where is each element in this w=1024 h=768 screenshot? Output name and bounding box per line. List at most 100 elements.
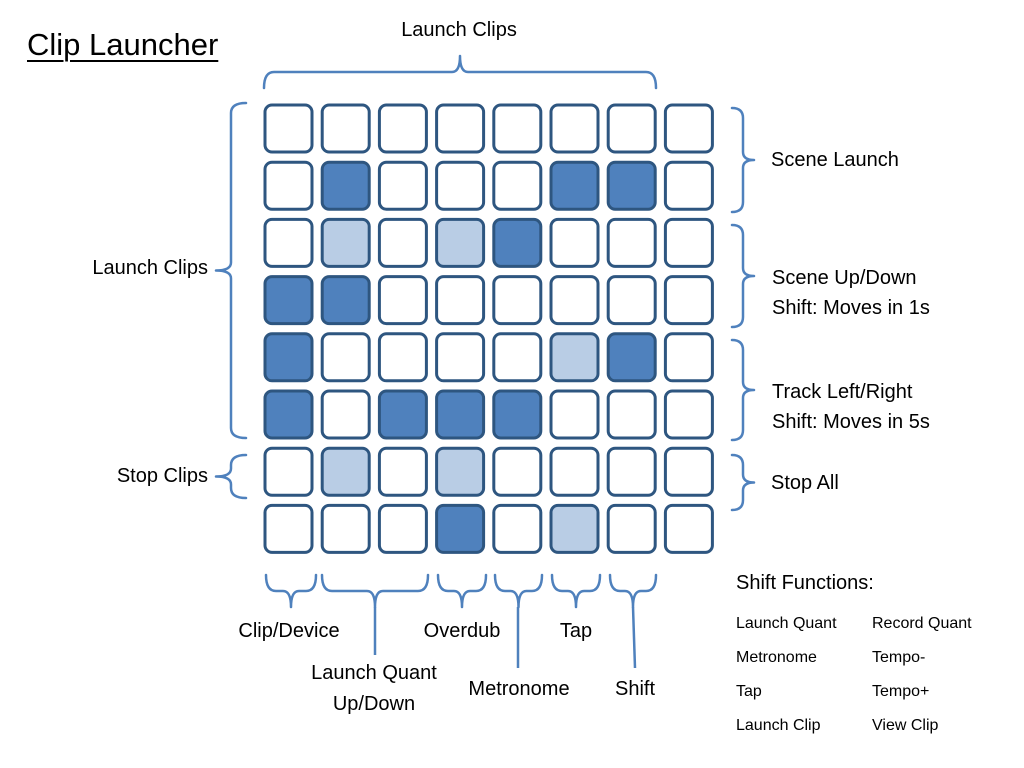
pad-r6-c8 [663, 389, 714, 440]
pad-r4-c5 [492, 275, 543, 326]
pad-r7-c4 [435, 446, 486, 497]
label-launch-quant-updown: Up/Down [332, 693, 416, 715]
pad-r3-c3 [377, 217, 428, 268]
pad-r3-c4 [435, 217, 486, 268]
label-metronome: Metronome [468, 678, 570, 700]
pad-r2-c6 [549, 160, 600, 211]
label-scene-updown-shift: Shift: Moves in 1s [772, 297, 930, 319]
shift-fn-right-2: Tempo- [872, 649, 926, 666]
pad-r8-c4 [435, 503, 486, 554]
pad-r1-c7 [606, 103, 657, 154]
brace-launch-quant [320, 573, 430, 609]
pad-r1-c2 [320, 103, 371, 154]
shift-fn-left-4: Launch Clip [736, 717, 821, 734]
pad-r7-c3 [377, 446, 428, 497]
pad-r2-c8 [663, 160, 714, 211]
pad-r1-c3 [377, 103, 428, 154]
label-scene-launch: Scene Launch [771, 149, 899, 171]
pad-r5-c1 [263, 332, 314, 383]
pad-r8-c3 [377, 503, 428, 554]
pad-r8-c2 [320, 503, 371, 554]
pad-r4-c2 [320, 275, 371, 326]
pad-r7-c8 [663, 446, 714, 497]
pad-r2-c1 [263, 160, 314, 211]
pad-r5-c7 [606, 332, 657, 383]
pad-r3-c8 [663, 217, 714, 268]
pad-r6-c6 [549, 389, 600, 440]
pad-r3-c5 [492, 217, 543, 268]
pad-r2-c4 [435, 160, 486, 211]
pad-r5-c2 [320, 332, 371, 383]
label-launch-quant: Launch Quant [311, 662, 437, 684]
brace-left-launch-clips [214, 101, 248, 440]
pad-r8-c6 [549, 503, 600, 554]
label-scene-updown: Scene Up/Down [772, 267, 917, 289]
shift-functions-heading: Shift Functions: [736, 572, 874, 594]
label-overdub: Overdub [423, 620, 501, 642]
pad-r7-c5 [492, 446, 543, 497]
pad-r7-c2 [320, 446, 371, 497]
pad-r6-c3 [377, 389, 428, 440]
label-stop-all: Stop All [771, 472, 839, 494]
brace-clip-device [264, 573, 318, 609]
page-title: Clip Launcher [27, 27, 219, 62]
pad-r6-c1 [263, 389, 314, 440]
label-clip-device: Clip/Device [238, 620, 340, 642]
brace-overdub [436, 573, 488, 609]
pad-r4-c7 [606, 275, 657, 326]
label-track-leftright: Track Left/Right [772, 381, 913, 403]
shift-fn-right-1: Record Quant [872, 615, 972, 632]
pad-r6-c7 [606, 389, 657, 440]
pad-r5-c4 [435, 332, 486, 383]
pad-r7-c7 [606, 446, 657, 497]
pad-r7-c1 [263, 446, 314, 497]
label-track-leftright-shift: Shift: Moves in 5s [772, 411, 930, 433]
pad-r4-c4 [435, 275, 486, 326]
pad-r6-c5 [492, 389, 543, 440]
pad-r8-c8 [663, 503, 714, 554]
brace-stop-all [730, 453, 756, 512]
pad-r1-c8 [663, 103, 714, 154]
pad-r5-c3 [377, 332, 428, 383]
pad-r5-c6 [549, 332, 600, 383]
pad-r3-c7 [606, 217, 657, 268]
shift-fn-left-3: Tap [736, 683, 762, 700]
pad-r5-c8 [663, 332, 714, 383]
brace-scene-launch [730, 106, 756, 214]
pad-r4-c1 [263, 275, 314, 326]
pad-r4-c6 [549, 275, 600, 326]
pad-r2-c7 [606, 160, 657, 211]
label-left-launch-clips: Launch Clips [92, 257, 208, 279]
pad-r8-c1 [263, 503, 314, 554]
pad-r4-c8 [663, 275, 714, 326]
pad-r2-c5 [492, 160, 543, 211]
pad-r2-c2 [320, 160, 371, 211]
pad-r2-c3 [377, 160, 428, 211]
shift-fn-left-2: Metronome [736, 649, 817, 666]
brace-scene-updown [730, 223, 756, 329]
shift-fn-right-3: Tempo+ [872, 683, 930, 700]
label-shift: Shift [614, 678, 656, 700]
pad-r3-c1 [263, 217, 314, 268]
brace-track-leftright [730, 338, 756, 442]
pad-r1-c4 [435, 103, 486, 154]
brace-shift [608, 573, 658, 609]
pad-r1-c6 [549, 103, 600, 154]
pad-r8-c5 [492, 503, 543, 554]
pad-r5-c5 [492, 332, 543, 383]
pad-r6-c2 [320, 389, 371, 440]
pad-r4-c3 [377, 275, 428, 326]
label-left-stop-clips: Stop Clips [116, 465, 208, 487]
shift-fn-left-1: Launch Quant [736, 615, 837, 632]
pad-r3-c6 [549, 217, 600, 268]
brace-left-stop-clips [214, 453, 248, 500]
pad-r6-c4 [435, 389, 486, 440]
pad-r3-c2 [320, 217, 371, 268]
pad-r8-c7 [606, 503, 657, 554]
brace-tap [550, 573, 602, 609]
pad-r7-c6 [549, 446, 600, 497]
pad-r1-c5 [492, 103, 543, 154]
brace-metronome [493, 573, 544, 609]
